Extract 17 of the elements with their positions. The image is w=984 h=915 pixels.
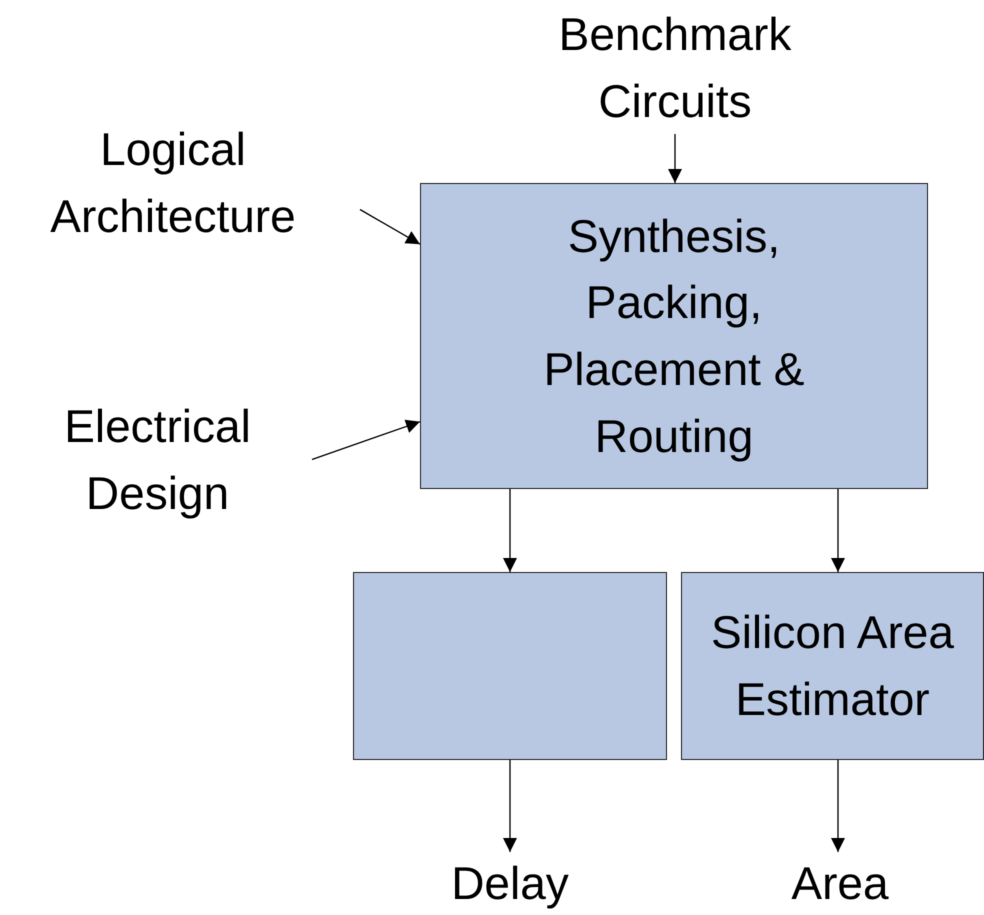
text-label: Area: [791, 856, 889, 911]
arrow: [503, 760, 517, 852]
arrow: [831, 760, 845, 852]
text-label: Electrical Design: [63, 398, 252, 520]
box-label: Silicon Area Estimator: [710, 605, 955, 727]
text-label: Delay: [451, 856, 569, 911]
text-label: Benchmark Circuits: [558, 7, 792, 129]
process-box: [420, 183, 928, 489]
process-box: [353, 572, 667, 760]
arrow: [360, 208, 420, 245]
text-label: Logical Architecture: [49, 122, 297, 244]
process-box: [681, 572, 984, 760]
arrow: [503, 489, 517, 572]
box-label: Synthesis, Packing, Placement & Routing: [542, 208, 806, 464]
arrow: [668, 134, 682, 183]
arrow: [831, 489, 845, 572]
arrow: [312, 420, 420, 460]
